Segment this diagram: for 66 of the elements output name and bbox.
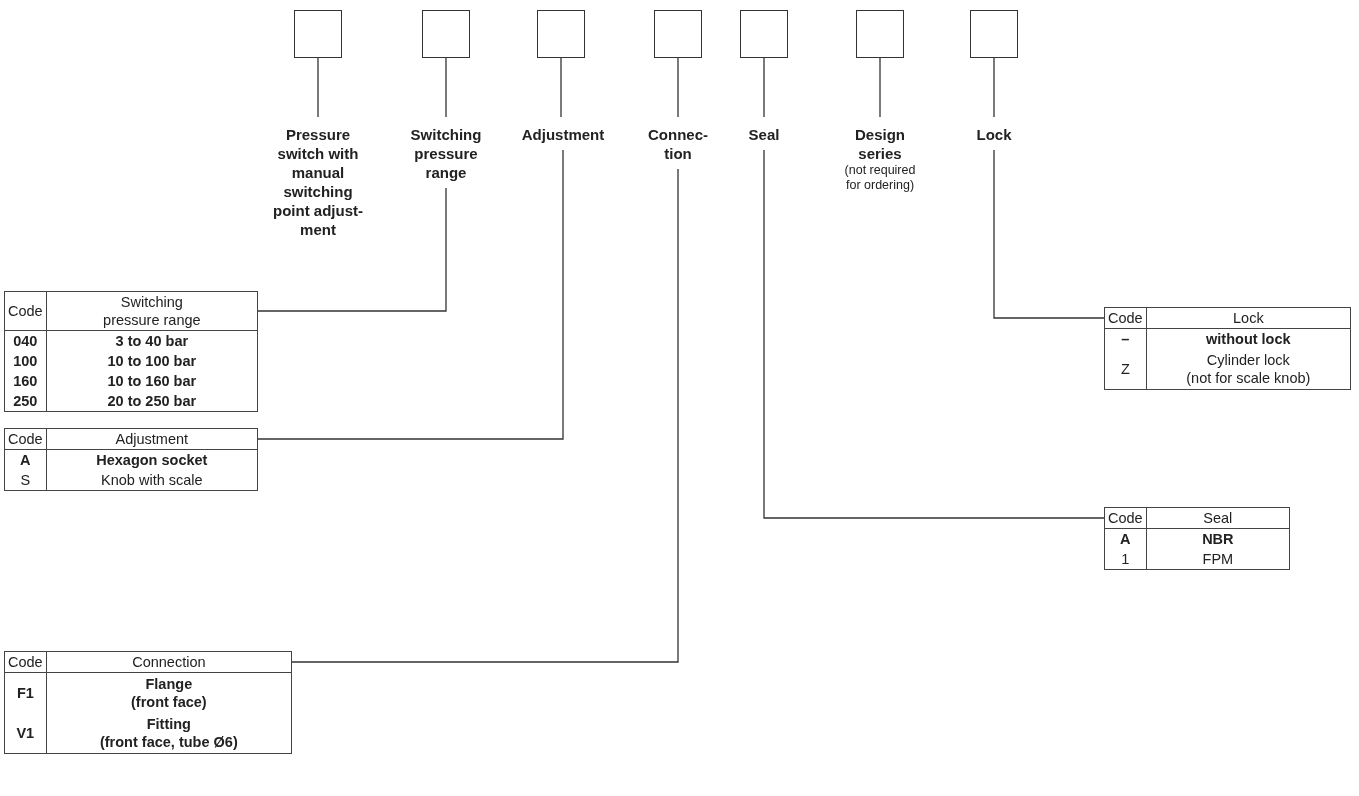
description-cell: 20 to 250 bar [46,391,258,412]
code-box [294,10,342,58]
column-header: Connection [46,651,292,673]
description-cell: Cylinder lock (not for scale knob) [1146,349,1351,390]
column-header: Switching pressure range [46,291,258,331]
field-label: Design series [854,125,906,163]
column-header: Code [4,428,47,450]
leader-line [677,57,679,118]
column-header: Code [1104,307,1147,329]
description-cell: Knob with scale [46,470,258,491]
code-box [422,10,470,58]
field-label: Switching pressure range [403,125,489,182]
code-box [654,10,702,58]
code-cell: 1 [1104,549,1147,570]
code-cell: 250 [4,391,47,412]
leader-line [763,149,1105,519]
code-table [1104,507,1290,570]
leader-line [560,57,562,118]
code-cell: S [4,470,47,491]
code-cell: F1 [4,672,47,713]
code-table [4,428,258,491]
description-cell: Hexagon socket [46,449,258,470]
column-header: Code [4,651,47,673]
code-cell: A [1104,528,1147,549]
column-header: Seal [1146,507,1290,529]
description-cell: 3 to 40 bar [46,330,258,351]
description-cell: without lock [1146,328,1351,349]
description-cell: FPM [1146,549,1290,570]
field-label: Pressure switch with manual switching point adjust-ment [268,125,368,239]
code-table [1104,307,1351,390]
description-cell: NBR [1146,528,1290,549]
field-note: (not required for ordering) [843,163,917,193]
code-cell: 100 [4,351,47,371]
code-box [740,10,788,58]
code-cell: A [4,449,47,470]
description-cell: Fitting (front face, tube Ø6) [46,713,292,754]
code-table [4,291,258,412]
leader-line [257,187,447,312]
code-box [856,10,904,58]
leader-line [445,57,447,118]
leader-line [879,57,881,118]
description-cell: 10 to 100 bar [46,351,258,371]
column-header: Code [4,291,47,331]
code-box [537,10,585,58]
leader-line [317,57,319,118]
code-table [4,651,292,754]
leader-line [291,168,679,663]
field-label: Adjustment [508,125,618,144]
code-cell: V1 [4,713,47,754]
column-header: Code [1104,507,1147,529]
code-cell: – [1104,328,1147,349]
code-box [970,10,1018,58]
field-label: Seal [734,125,794,144]
column-header: Lock [1146,307,1351,329]
leader-line [257,149,564,440]
field-label: Lock [964,125,1024,144]
description-cell: Flange (front face) [46,672,292,713]
leader-line [763,57,765,118]
column-header: Adjustment [46,428,258,450]
field-label: Connec-tion [645,125,711,163]
leader-line [993,149,1105,319]
leader-line [993,57,995,118]
description-cell: 10 to 160 bar [46,371,258,391]
code-cell: 160 [4,371,47,391]
code-cell: Z [1104,349,1147,390]
code-cell: 040 [4,330,47,351]
